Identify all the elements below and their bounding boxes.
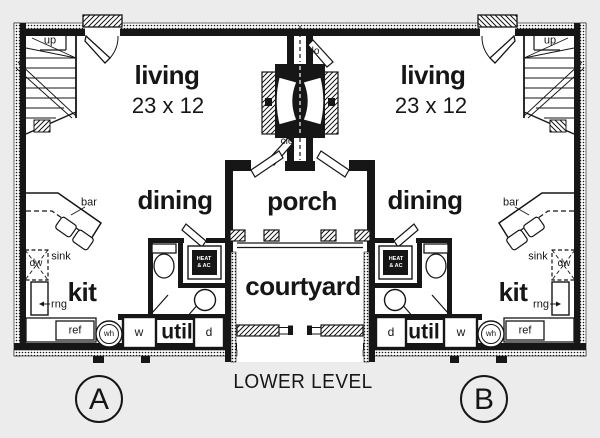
label-sink-a: sink <box>51 250 71 263</box>
label-water-heater-b: wh <box>485 329 497 338</box>
label-dryer-b: d <box>387 325 395 339</box>
unit-a-badge-circle <box>75 375 123 423</box>
unit-b-badge: B <box>473 383 495 416</box>
label-hvac-a-line2: & AC <box>197 262 211 269</box>
label-utility-a: util <box>161 320 193 344</box>
refrigerator-box <box>55 320 95 341</box>
dryer-box <box>192 315 226 350</box>
plan-title: LOWER LEVEL <box>233 371 373 393</box>
label-washer-a: w <box>134 325 144 339</box>
label-washer-b: w <box>456 325 466 339</box>
label-kitchen-b: kit <box>498 277 528 307</box>
label-living-a: living <box>134 60 200 90</box>
label-closet-upper: clo <box>306 46 320 57</box>
range-box <box>30 281 50 316</box>
unit-a-geometry <box>15 14 232 350</box>
water-heater <box>95 320 123 348</box>
label-dining-a: dining <box>137 185 213 215</box>
label-porch: porch <box>267 186 337 216</box>
label-utility-b: util <box>408 320 440 344</box>
center-shared <box>225 26 375 337</box>
hvac-unit <box>187 245 222 280</box>
label-kitchen-a: kit <box>67 277 97 307</box>
label-hvac-a-line1: HEAT <box>196 255 212 262</box>
label-refrigerator-a: ref <box>68 324 82 337</box>
label-living-dim-a: 23 x 12 <box>131 93 205 118</box>
label-dryer-a: d <box>205 325 213 339</box>
label-water-heater-a: wh <box>103 329 115 338</box>
label-closet-lower: clo <box>280 136 294 147</box>
unit-a-badge: A <box>88 383 110 416</box>
label-stairs-up-b: up <box>543 34 557 47</box>
toilet <box>151 243 177 279</box>
label-dishwasher-b: dw <box>557 258 571 269</box>
unit-b-badge-circle <box>460 375 508 423</box>
stairs <box>15 36 77 135</box>
front-door <box>82 14 123 64</box>
courtyard-stub-walls <box>236 324 364 337</box>
label-hvac-b-line2: & AC <box>389 262 403 269</box>
label-courtyard: courtyard <box>245 271 361 301</box>
label-living-dim-b: 23 x 12 <box>394 93 468 118</box>
label-sink-b: sink <box>528 250 548 263</box>
lavatory <box>193 288 217 312</box>
dishwasher-box <box>24 249 49 281</box>
partitions <box>118 238 232 320</box>
label-living-b: living <box>400 60 466 90</box>
label-range-b: rng <box>533 298 549 311</box>
label-dishwasher-a: dw <box>29 258 43 269</box>
porch-walls <box>225 150 375 249</box>
label-bar-a: bar <box>81 196 97 209</box>
closet-upper-door <box>307 39 334 68</box>
bar-counter <box>26 192 103 251</box>
fireplace <box>261 64 339 138</box>
label-refrigerator-b: ref <box>518 324 532 337</box>
label-hvac-b-line1: HEAT <box>388 255 404 262</box>
washer-box <box>121 315 158 350</box>
label-bar-b: bar <box>503 196 519 209</box>
label-stairs-up-a: up <box>43 34 57 47</box>
label-dining-b: dining <box>387 185 463 215</box>
label-range-a: rng <box>51 298 67 311</box>
